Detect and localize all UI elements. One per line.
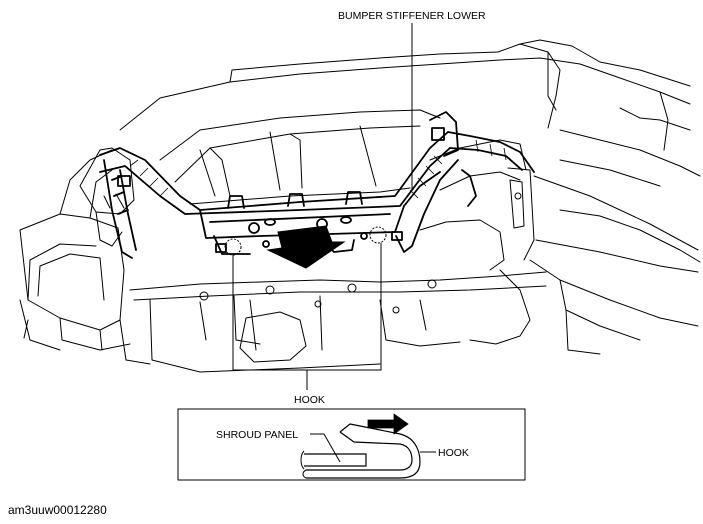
hook-right-marker [369,226,387,244]
hook-callout [224,226,387,390]
hook-label: HOOK [294,394,325,406]
shroud-panel-label: SHROUD PANEL [216,429,298,441]
hook-detail-inset: SHROUD PANEL HOOK [177,408,526,481]
shroud-panel-shape [304,453,367,467]
stiffener-hatching [129,139,507,199]
figure-id-caption: am3uuw00012280 [8,503,107,517]
hook-detail-label: HOOK [438,447,469,459]
vehicle-body-structure [19,39,701,373]
hook-clip-shape [306,423,421,479]
hook-left-marker [224,238,242,256]
detail-direction-arrow [367,413,409,435]
stiffener-label: BUMPER STIFFENER LOWER [338,10,486,22]
detail-frame [177,408,526,481]
removal-direction-arrow [266,225,346,269]
